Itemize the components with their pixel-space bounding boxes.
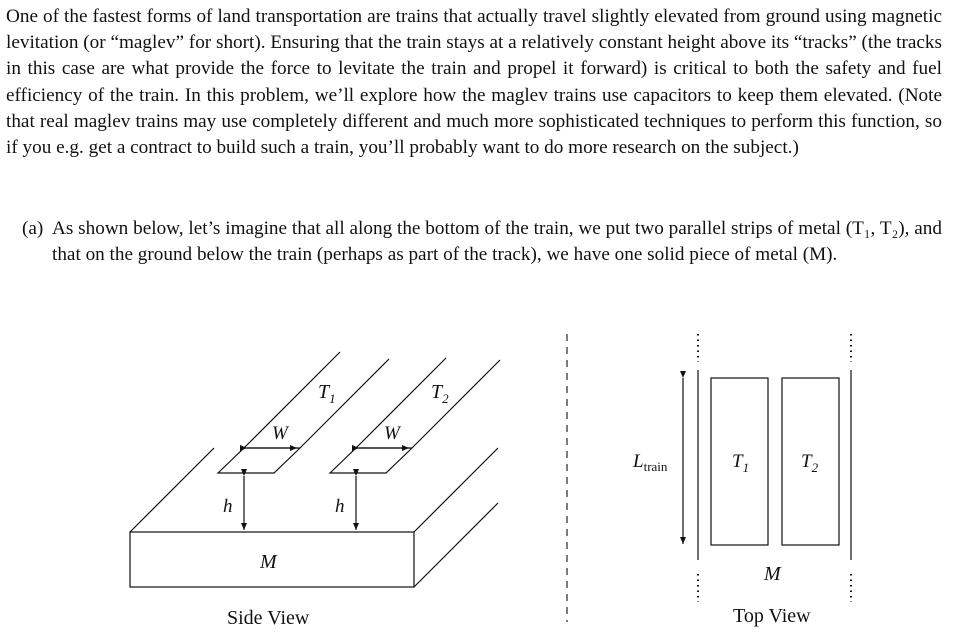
top-label-ltrain: Ltrain bbox=[632, 451, 668, 474]
strip-t1-side bbox=[216, 351, 390, 474]
side-label-h1: h bbox=[223, 496, 233, 517]
side-label-t2: T2 bbox=[431, 381, 449, 406]
top-view-caption: Top View bbox=[733, 605, 811, 627]
side-label-w2: W bbox=[384, 423, 402, 444]
top-label-m: M bbox=[763, 563, 782, 585]
top-view-diagram bbox=[680, 334, 852, 602]
strip-t2-top bbox=[781, 377, 840, 546]
side-label-m: M bbox=[259, 551, 278, 573]
side-label-t1: T1 bbox=[318, 381, 336, 406]
strip-t1-top bbox=[710, 377, 769, 546]
part-a: (a) As shown below, let’s imagine that a… bbox=[22, 216, 942, 268]
side-view-caption: Side View bbox=[227, 607, 310, 629]
side-label-h2: h bbox=[335, 496, 345, 517]
part-a-label: (a) bbox=[22, 218, 44, 239]
strip-t2-side bbox=[328, 357, 501, 474]
side-label-w1: W bbox=[272, 423, 290, 444]
intro-paragraph: One of the fastest forms of land transpo… bbox=[6, 6, 942, 159]
side-view-diagram bbox=[129, 351, 501, 588]
top-label-t1: T1 bbox=[732, 451, 749, 475]
ground-block-m bbox=[129, 447, 499, 588]
top-label-t2: T2 bbox=[801, 451, 819, 475]
part-a-text: As shown below, let’s imagine that all a… bbox=[52, 218, 942, 266]
